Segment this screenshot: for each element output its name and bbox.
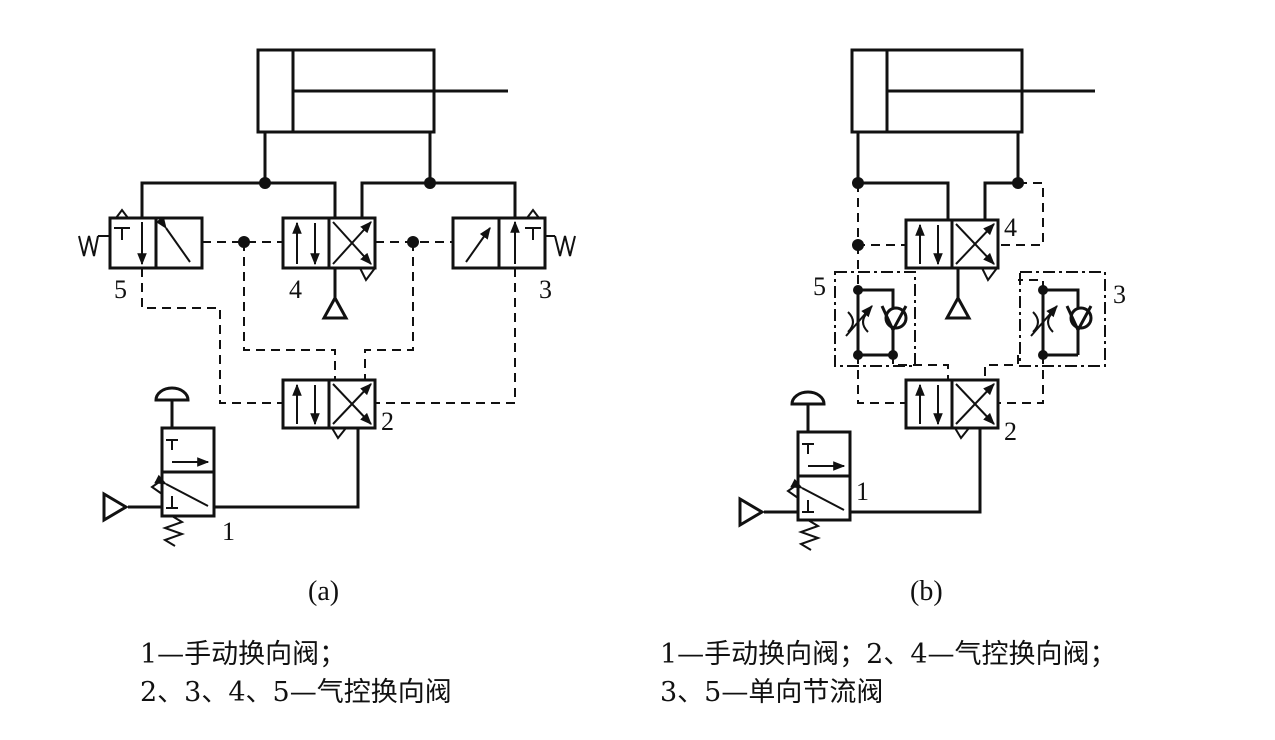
valve-4-b	[904, 218, 1000, 320]
legend-b-line-2: 3、5—单向节流阀	[660, 677, 884, 708]
label-4-a: 4	[289, 275, 302, 304]
label-3-a: 3	[539, 275, 552, 304]
label-2-b: 2	[1004, 417, 1017, 446]
throttle-valve-3-b	[1019, 271, 1106, 367]
legend-a-line-2: 2、3、4、5—气控换向阀	[140, 677, 452, 708]
cylinder-a	[256, 48, 508, 134]
caption-b: (b)	[910, 576, 943, 607]
label-3-b: 3	[1113, 280, 1126, 309]
main-lines-b	[852, 132, 1024, 220]
cylinder-b	[850, 48, 1095, 134]
label-5-a: 5	[114, 275, 127, 304]
legend-a-line-1: 1—手动换向阀；	[140, 639, 347, 670]
valve-1-a	[102, 386, 216, 547]
pilot-lines-a	[141, 236, 516, 404]
legend-b-line-1: 1—手动换向阀；2、4—气控换向阀；	[660, 639, 1117, 670]
legend-b: 1—手动换向阀；2、4—气控换向阀； 3、5—单向节流阀	[660, 636, 1117, 712]
legend-a: 1—手动换向阀； 2、3、4、5—气控换向阀	[140, 636, 452, 712]
valve-2-b	[850, 378, 1000, 514]
main-lines-a	[140, 132, 517, 218]
label-4-b: 4	[1004, 213, 1017, 242]
label-1-a: 1	[222, 517, 235, 546]
valve-3-a	[451, 208, 576, 270]
valve-1-b	[738, 390, 852, 551]
valve-5-a	[78, 208, 204, 270]
label-1-b: 1	[856, 477, 869, 506]
valve-2-a	[213, 378, 377, 509]
caption-a: (a)	[308, 576, 339, 607]
diagram-a: 5 4 3 2 1 (a)	[78, 48, 576, 607]
label-2-a: 2	[381, 407, 394, 436]
label-5-b: 5	[813, 272, 826, 301]
throttle-valve-5-b	[834, 271, 916, 367]
diagram-b: 5 4 3 2 1 (b)	[738, 48, 1126, 607]
